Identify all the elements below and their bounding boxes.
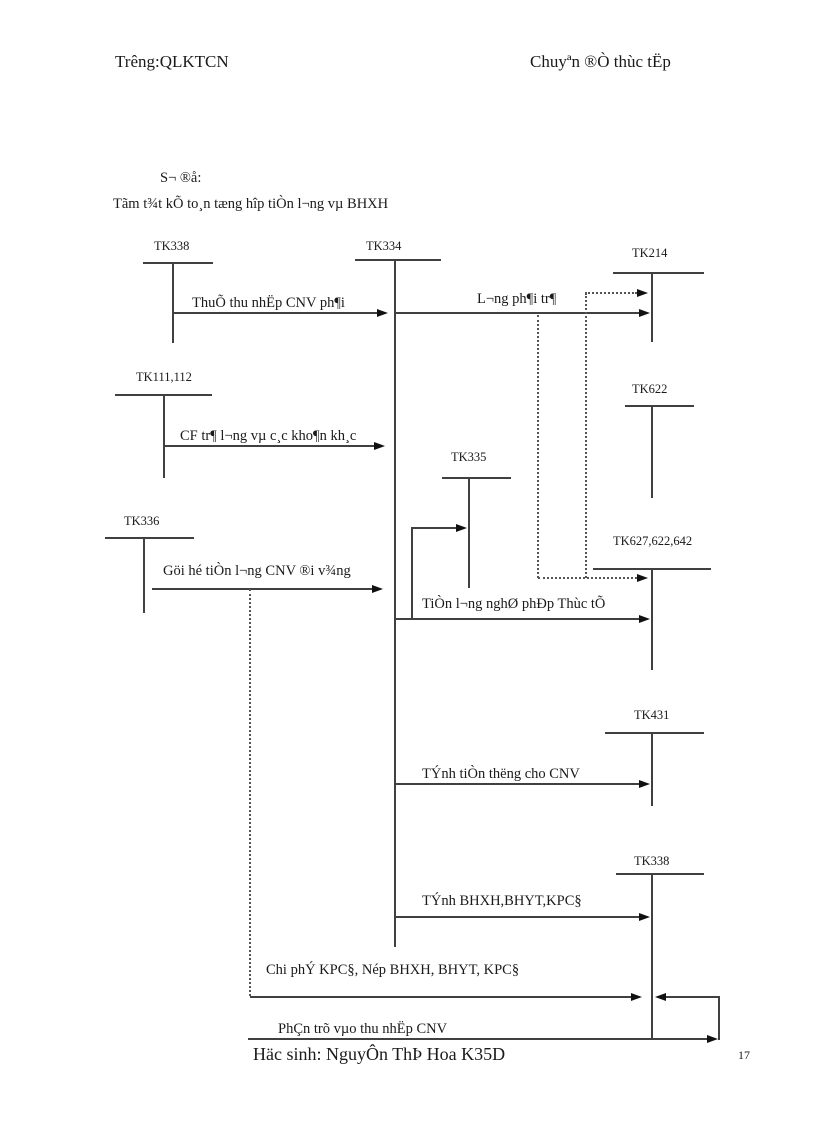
flow-label-luong-phai-tra: L¬ng ph¶i tr¶	[477, 291, 557, 307]
account-label-tk627-622-642: TK627,622,642	[613, 534, 693, 548]
account-stem-tk214	[651, 272, 653, 342]
flow-line-cf-tra-luong	[165, 445, 374, 447]
page-header-left: Trêng:QLKTCN	[115, 52, 229, 71]
flow-label-tinh-bhxh: TÝnh BHXH,BHYT,KPC§	[422, 893, 582, 909]
account-stem-tk111-112	[163, 394, 165, 478]
arrowhead-tinh-tien-thuong	[639, 780, 650, 788]
account-label-tk338-bottom: TK338	[634, 854, 670, 868]
arrowhead-gui-ho-tien-luong	[372, 585, 383, 593]
arrowhead-thue-thu-nhap	[377, 309, 388, 317]
footer-author: Häc sinh: NguyÔn ThÞ Hoa K35D	[253, 1044, 506, 1064]
account-label-tk336: TK336	[124, 514, 160, 528]
diagram-label: S¬ ®å:	[160, 170, 202, 186]
account-label-tk338-top: TK338	[154, 239, 190, 253]
account-bar-tk334	[355, 259, 441, 261]
account-label-tk431: TK431	[634, 708, 670, 722]
arrowhead-to-tk335	[456, 524, 467, 532]
flow-line-tinh-tien-thuong	[396, 783, 639, 785]
account-label-tk622: TK622	[632, 382, 668, 396]
dotted-connector-right	[585, 293, 587, 578]
flow-line-thue-thu-nhap	[174, 312, 377, 314]
flow-line-chi-phi-kpcd	[250, 996, 631, 998]
arrowhead-tien-luong-nghi-phep	[639, 615, 650, 623]
account-stem-tk335	[468, 477, 470, 588]
flow-label-tien-luong-nghi-phep: TiÒn l¬ng nghØ phÐp Thùc tÕ	[422, 596, 606, 612]
loop-line-right	[718, 996, 720, 1040]
arrowhead-tinh-bhxh	[639, 913, 650, 921]
page-number: 17	[738, 1048, 750, 1062]
dotted-line-to-tk627	[538, 577, 637, 579]
flow-label-chi-phi-kpcd: Chi phÝ KPC§, Nép BHXH, BHYT, KPC§	[266, 962, 520, 978]
arrowhead-phan-tru	[707, 1035, 718, 1043]
account-stem-tk334	[394, 259, 396, 947]
arrowhead-dotted-tk214	[637, 289, 648, 297]
arrowhead-chi-phi-kpcd	[631, 993, 642, 1001]
account-stem-tk338-bottom	[651, 873, 653, 1040]
account-bar-tk335	[442, 477, 511, 479]
arrowhead-loop-into-tk338	[655, 993, 666, 1001]
account-stem-tk338-top	[172, 262, 174, 343]
arrowhead-cf-tra-luong	[374, 442, 385, 450]
arrowhead-dotted-tk627	[637, 574, 648, 582]
loop-line-top	[666, 996, 720, 998]
account-bar-tk338-top	[143, 262, 213, 264]
account-stem-tk336	[143, 537, 145, 613]
flow-label-phan-tru: PhÇn trõ vµo thu nhËp CNV	[278, 1021, 448, 1037]
account-bar-tk431	[605, 732, 704, 734]
account-label-tk335: TK335	[451, 450, 487, 464]
diagram-title: Tãm t¾t kÕ to¸n tæng hîp tiÒn l¬ng vµ BH…	[113, 196, 389, 212]
dotted-connector-left	[537, 315, 539, 578]
flow-line-luong-phai-tra	[396, 312, 639, 314]
account-label-tk334: TK334	[366, 239, 402, 253]
flow-line-tinh-bhxh	[396, 916, 639, 918]
account-bar-tk336	[105, 537, 194, 539]
account-label-tk111-112: TK111,112	[136, 370, 192, 384]
account-stem-tk622	[651, 405, 653, 498]
flow-label-cf-tra-luong: CF tr¶ l¬ng vµ c¸c kho¶n kh¸c	[180, 428, 357, 444]
account-stem-tk431	[651, 732, 653, 806]
flow-line-phan-tru	[248, 1038, 707, 1040]
account-stem-tk627-622-642	[651, 568, 653, 670]
dotted-line-to-tk214	[585, 292, 637, 294]
account-bar-tk622	[625, 405, 694, 407]
branch-line-to-tk335	[411, 528, 413, 620]
account-label-tk214: TK214	[632, 246, 668, 260]
flow-label-gui-ho-tien-luong: Göi hé tiÒn l¬ng CNV ®i v¾ng	[163, 563, 351, 579]
branch-arrow-to-tk335	[411, 527, 456, 529]
arrowhead-luong-phai-tra	[639, 309, 650, 317]
page-header-right: Chuyªn ®Ò thùc tËp	[530, 52, 671, 71]
flow-line-gui-ho-tien-luong	[152, 588, 372, 590]
flow-label-tinh-tien-thuong: TÝnh tiÒn thëng cho CNV	[422, 766, 580, 782]
account-bar-tk338-bottom	[616, 873, 704, 875]
account-bar-tk214	[613, 272, 704, 274]
flow-line-tien-luong-nghi-phep	[396, 618, 639, 620]
dashed-connector-bottom-left	[249, 589, 251, 996]
flow-label-thue-thu-nhap: ThuÕ thu nhËp CNV ph¶i	[192, 295, 345, 311]
